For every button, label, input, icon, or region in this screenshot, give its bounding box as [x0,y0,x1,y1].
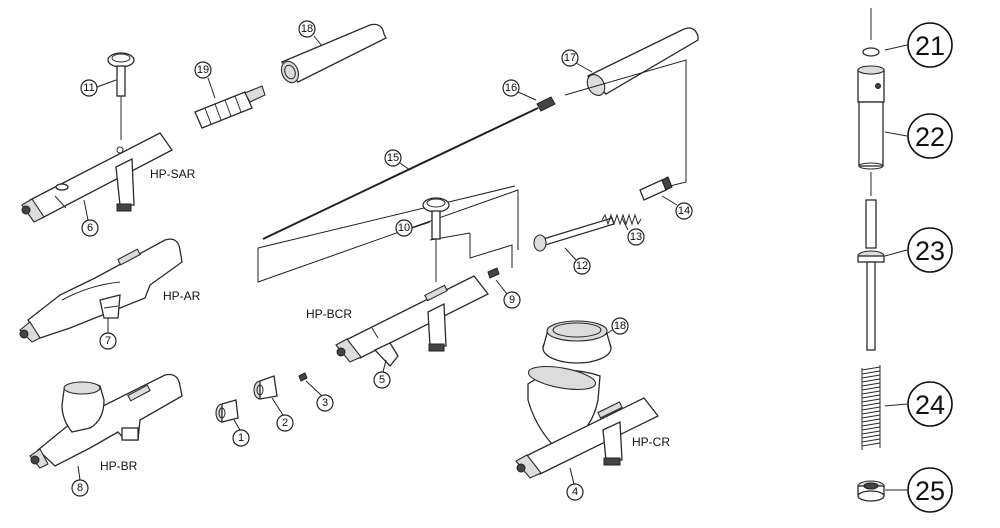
callout-19: 19 [194,61,216,99]
callout-21: 21 [884,22,953,68]
callout-13: 13 [621,217,645,246]
svg-text:7: 7 [105,335,111,347]
hp-sar-body [21,132,173,223]
svg-text:1: 1 [238,432,244,444]
trigger-11 [107,52,135,140]
hp-cr-body [515,365,660,479]
callout-24: 24 [884,381,953,427]
trigger-10 [422,197,450,282]
hp-bcr-body [335,275,489,367]
svg-text:11: 11 [83,82,94,94]
handle-18 [280,23,387,84]
svg-text:4: 4 [572,486,578,498]
svg-text:16: 16 [505,82,517,94]
spring-guide-14 [639,176,673,201]
callout-10: 10 [395,219,431,237]
svg-text:13: 13 [630,231,642,243]
svg-text:24: 24 [915,390,945,420]
svg-text:8: 8 [77,482,83,494]
needle-15 [262,107,539,240]
callout-6: 6 [81,199,99,237]
callout-18-lid: 18 [604,317,629,336]
callout-1: 1 [232,419,250,447]
model-label-hp-bcr: HP-BCR [306,307,352,321]
model-label-hp-br: HP-BR [100,459,138,473]
nozzle-cap-2 [253,375,278,400]
svg-text:18: 18 [614,320,626,332]
needle-guide-12 [533,217,615,252]
callout-5: 5 [373,359,391,389]
hp-br-body [29,373,183,469]
needle-cap-1 [215,399,239,423]
svg-text:5: 5 [379,374,385,386]
svg-text:9: 9 [509,294,515,306]
callout-22: 22 [884,113,953,159]
svg-text:21: 21 [915,31,945,61]
svg-text:2: 2 [282,417,288,429]
model-label-hp-ar: HP-AR [163,289,201,303]
part-21-o-ring [862,8,880,57]
callout-4: 4 [566,467,584,501]
needle-chuck-16 [536,96,556,112]
part-23-valve-stem [857,172,885,351]
svg-text:23: 23 [915,236,945,266]
callout-12: 12 [564,247,591,275]
callout-11: 11 [80,79,117,97]
callout-18-handle: 18 [298,20,323,47]
hp-ar-body [19,238,183,343]
model-label-hp-sar: HP-SAR [150,167,196,181]
svg-text:6: 6 [87,222,93,234]
part-25-guide [857,480,885,502]
valve-assembly-19 [194,85,266,129]
callout-16: 16 [502,79,537,101]
part-24-spring [861,365,881,450]
svg-text:14: 14 [678,205,690,217]
spring-13 [601,213,642,226]
svg-text:3: 3 [322,397,328,409]
callout-23: 23 [884,227,953,273]
callout-3: 3 [305,380,334,412]
svg-text:19: 19 [197,64,209,76]
nozzle-3 [298,372,308,382]
cup-lid-18 [542,320,612,364]
handle-17 [586,27,699,96]
svg-text:25: 25 [915,476,945,506]
svg-text:12: 12 [576,260,588,272]
callout-14: 14 [661,195,693,220]
svg-text:15: 15 [387,152,399,164]
callout-15: 15 [384,149,411,171]
svg-text:10: 10 [398,222,410,234]
callout-17: 17 [561,49,593,73]
screw-9 [487,267,500,279]
callout-7: 7 [99,318,117,350]
svg-text:18: 18 [301,23,313,35]
callout-25: 25 [885,467,953,513]
part-22-valve-body [857,65,885,170]
callout-9: 9 [495,279,521,309]
model-label-hp-cr: HP-CR [632,435,670,449]
assembly-guide-lines [257,59,687,283]
svg-text:22: 22 [915,122,945,152]
callout-2: 2 [271,397,294,432]
svg-text:17: 17 [564,52,576,64]
callout-8: 8 [71,465,89,497]
